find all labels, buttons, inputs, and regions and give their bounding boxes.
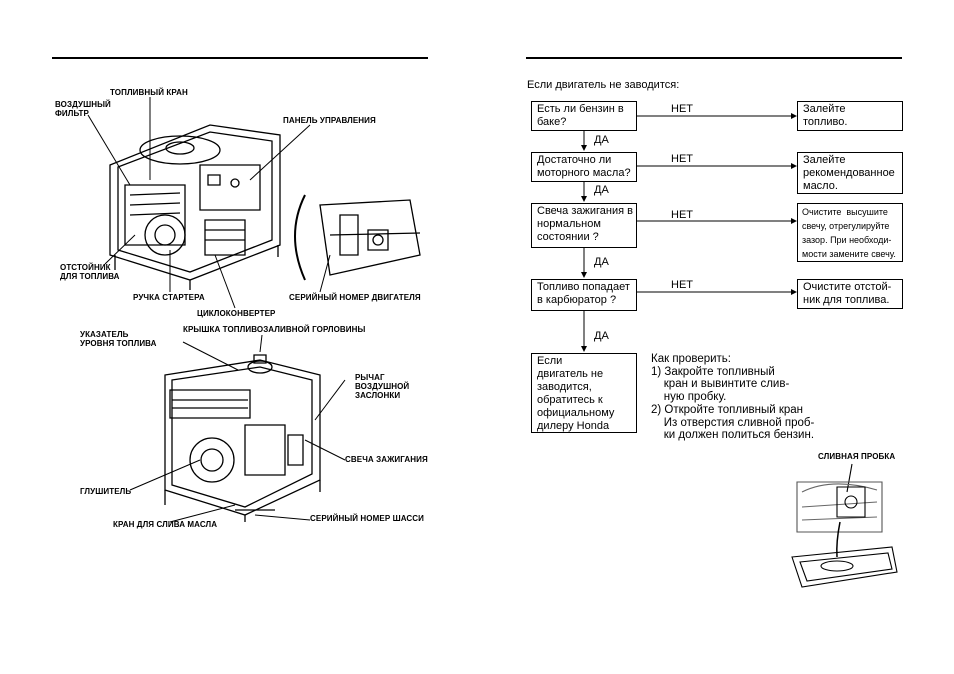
left-page-top-rule [52,57,428,59]
yes-label-1: ДА [594,134,609,146]
question-spark-plug: Свеча зажигания в нормальном состоянии ? [531,203,637,248]
label-starter-grip: РУЧКА СТАРТЕРА [133,293,205,302]
label-fuel-cap: КРЫШКА ТОПЛИВОЗАЛИВНОЙ ГОРЛОВИНЫ [183,325,366,334]
label-choke-lever: РЫЧАГ ВОЗДУШНОЙ ЗАСЛОНКИ [355,373,410,400]
generator-lower-illustration [150,350,340,525]
drain-plug-illustration [782,462,902,592]
label-drain-plug: СЛИВНАЯ ПРОБКА [818,452,896,461]
label-control-panel: ПАНЕЛЬ УПРАВЛЕНИЯ [283,116,376,125]
contact-dealer-box: Если двигатель не заводится, обратитесь … [531,353,637,433]
question-oil-level: Достаточно ли моторного масла? [531,152,637,182]
label-frame-serial: СЕРИЙНЫЙ НОМЕР ШАССИ [310,514,425,523]
label-fuel-sump: ОТСТОЙНИК ДЛЯ ТОПЛИВА [60,263,120,281]
yes-label-2: ДА [594,184,609,196]
action-service-spark-plug: Очистите высушите свечу, отрегулируйте з… [797,203,903,262]
action-add-oil: Залейте рекомендованное масло. [797,152,903,194]
right-page-top-rule [526,57,902,59]
label-fuel-gauge: УКАЗАТЕЛЬ УРОВНЯ ТОПЛИВА [80,330,157,348]
label-cycloconverter: ЦИКЛОКОНВЕРТЕР [197,309,276,318]
no-label-4: НЕТ [671,279,693,291]
label-air-filter: ВОЗДУШНЫЙ ФИЛЬТР [55,100,111,118]
no-label-3: НЕТ [671,209,693,221]
no-label-2: НЕТ [671,153,693,165]
howto-instructions: Как проверить: 1) Закройте топливный кра… [651,353,815,442]
label-spark-plug: СВЕЧА ЗАЖИГАНИЯ [345,455,428,464]
question-fuel-in-tank: Есть ли бензин в баке? [531,101,637,131]
yes-label-4: ДА [594,330,609,342]
label-fuel-valve: ТОПЛИВНЫЙ КРАН [110,88,188,97]
yes-label-3: ДА [594,256,609,268]
question-fuel-to-carburetor: Топливо попадает в карбюратор ? [531,279,637,311]
generator-upper-illustration [90,105,430,295]
action-clean-sump: Очистите отстой- ник для топлива. [797,279,903,309]
no-label-1: НЕТ [671,103,693,115]
label-muffler: ГЛУШИТЕЛЬ [80,487,132,496]
label-oil-drain: КРАН ДЛЯ СЛИВА МАСЛА [113,520,218,529]
action-add-fuel: Залейте топливо. [797,101,903,131]
flowchart-title: Если двигатель не заводится: [527,79,680,91]
label-engine-serial: СЕРИЙНЫЙ НОМЕР ДВИГАТЕЛЯ [289,293,421,302]
